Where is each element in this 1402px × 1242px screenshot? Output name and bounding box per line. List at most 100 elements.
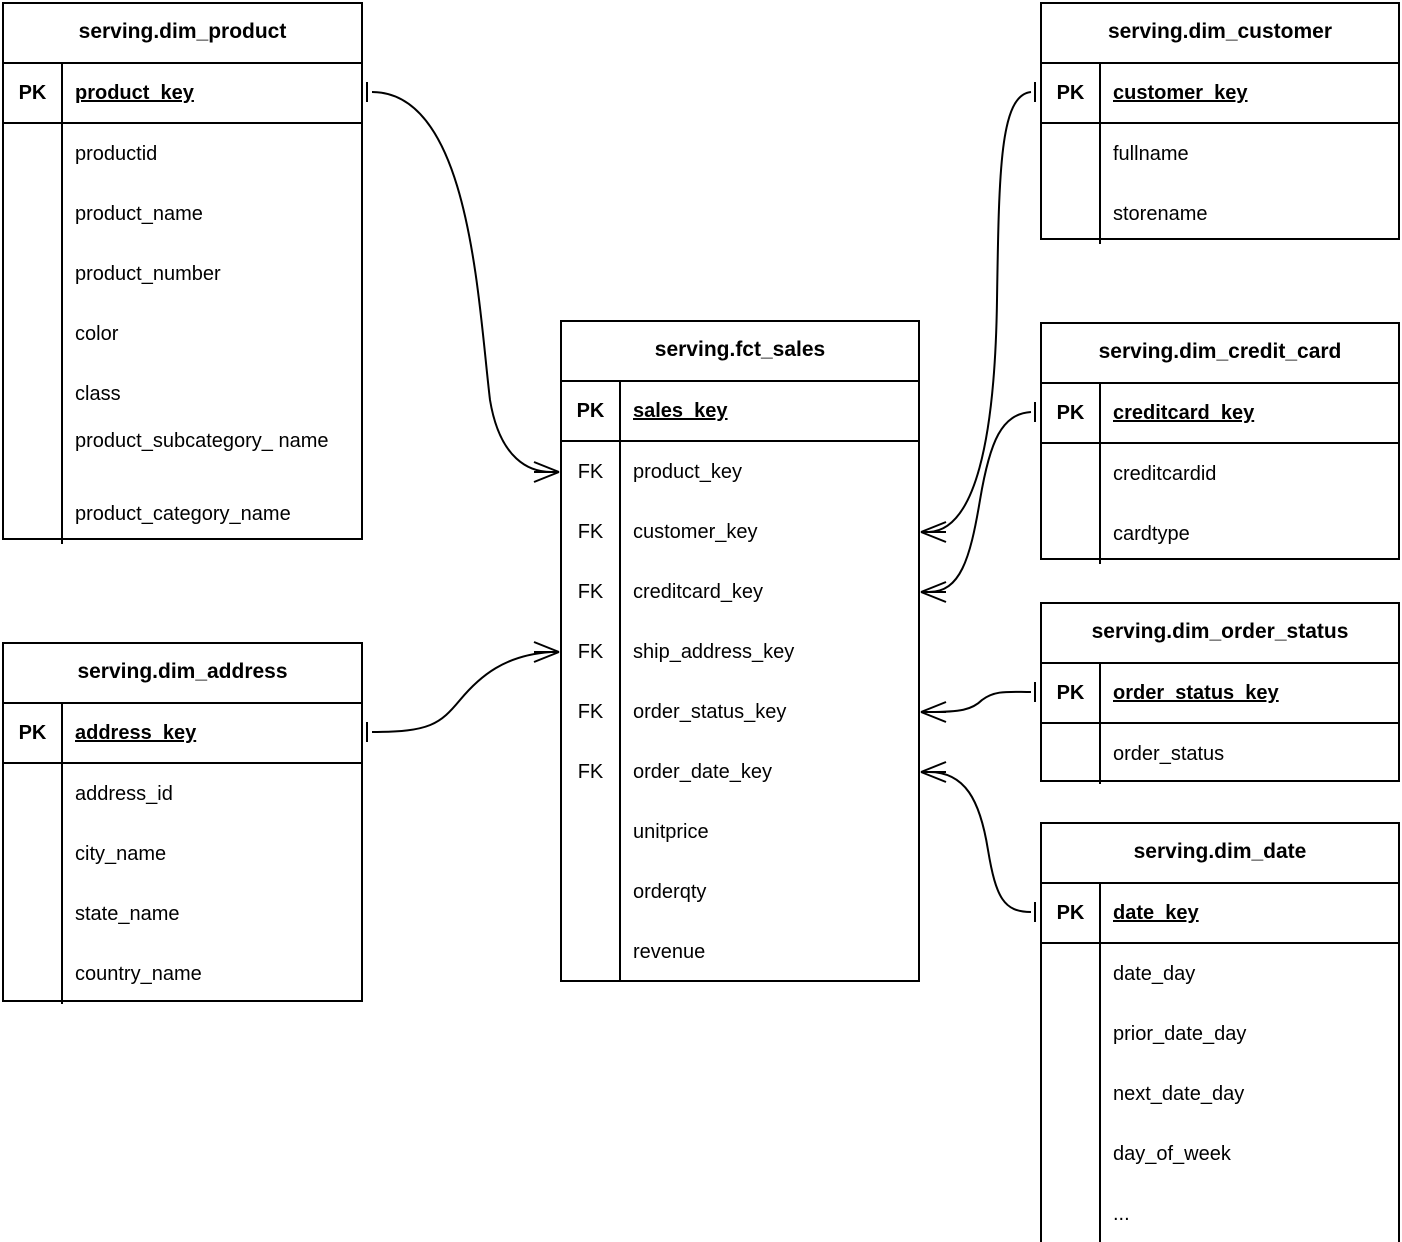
field-name: productid (75, 142, 158, 165)
attribute-row[interactable]: orderqty (562, 862, 918, 922)
field-name: next_date_day (1113, 1082, 1245, 1105)
field-name: city_name (75, 842, 167, 865)
attribute-row[interactable]: class (4, 364, 361, 424)
attribute-row[interactable]: FK ship_address_key (562, 622, 918, 682)
field-name: ship_address_key (633, 640, 795, 663)
field-name: product_name (75, 202, 203, 225)
attribute-row[interactable]: country_name (4, 944, 361, 1004)
key-marker-empty (1042, 184, 1101, 244)
field-name: day_of_week (1113, 1142, 1231, 1165)
field-name: prior_date_day (1113, 1022, 1247, 1045)
field-name: date_day (1113, 962, 1196, 985)
field-name: customer_key (633, 520, 758, 543)
pk-marker: PK (4, 704, 63, 762)
attribute-row[interactable]: city_name (4, 824, 361, 884)
fk-marker: FK (562, 562, 621, 622)
key-marker-empty (1042, 1004, 1101, 1064)
attribute-row[interactable]: product_subcategory_ name (4, 424, 361, 484)
attribute-row[interactable]: ... (1042, 1184, 1398, 1242)
attribute-row[interactable]: product_number (4, 244, 361, 304)
relationship-creditcard-to-sales (920, 402, 1036, 603)
attribute-row[interactable]: revenue (562, 922, 918, 982)
key-marker-empty (4, 884, 63, 944)
attribute-row[interactable]: product_category_name (4, 484, 361, 544)
attribute-row[interactable]: prior_date_day (1042, 1004, 1398, 1064)
key-marker-empty (4, 424, 63, 484)
fk-marker: FK (562, 742, 621, 802)
key-marker-empty (4, 944, 63, 1004)
key-marker-empty (1042, 944, 1101, 1004)
entity-title-dim_address: serving.dim_address (4, 644, 361, 704)
key-marker-empty (4, 124, 63, 184)
field-name: creditcard_key (1113, 401, 1255, 424)
field-name: creditcardid (1113, 462, 1217, 485)
primary-key-row[interactable]: PK address_key (4, 704, 361, 764)
attribute-row[interactable]: cardtype (1042, 504, 1398, 564)
pk-marker: PK (4, 64, 63, 122)
attribute-row[interactable]: creditcardid (1042, 444, 1398, 504)
fk-marker: FK (562, 622, 621, 682)
attribute-row[interactable]: state_name (4, 884, 361, 944)
field-name: order_date_key (633, 760, 772, 783)
key-marker-empty (562, 922, 621, 982)
attribute-row[interactable]: color (4, 304, 361, 364)
attribute-row[interactable]: fullname (1042, 124, 1398, 184)
relationship-address-to-sales (366, 641, 560, 742)
key-marker-empty (562, 862, 621, 922)
fk-marker: FK (562, 682, 621, 742)
attribute-row[interactable]: unitprice (562, 802, 918, 862)
attribute-row[interactable]: address_id (4, 764, 361, 824)
key-marker-empty (1042, 724, 1101, 784)
key-marker-empty (1042, 1184, 1101, 1242)
attribute-row[interactable]: date_day (1042, 944, 1398, 1004)
entity-title-dim_credit_card: serving.dim_credit_card (1042, 324, 1398, 384)
relationship-orderstatus-to-sales (920, 682, 1036, 723)
attribute-row[interactable]: product_name (4, 184, 361, 244)
field-name: product_subcategory_ name (75, 430, 329, 452)
field-name: address_id (75, 782, 173, 805)
entity-title-fct_sales: serving.fct_sales (562, 322, 918, 382)
key-marker-empty (1042, 1064, 1101, 1124)
field-name: cardtype (1113, 522, 1190, 545)
field-name: fullname (1113, 142, 1189, 165)
field-name: customer_key (1113, 81, 1248, 104)
field-name: product_number (75, 262, 221, 285)
fk-marker: FK (562, 502, 621, 562)
key-marker-empty (4, 364, 63, 424)
attribute-row[interactable]: FK customer_key (562, 502, 918, 562)
attribute-row[interactable]: productid (4, 124, 361, 184)
fk-marker: FK (562, 442, 621, 502)
attribute-row[interactable]: day_of_week (1042, 1124, 1398, 1184)
relationship-product-to-sales (366, 82, 560, 483)
field-name: revenue (633, 940, 706, 963)
attribute-row[interactable]: storename (1042, 184, 1398, 244)
field-name: country_name (75, 962, 202, 985)
entity-title-dim_order_status: serving.dim_order_status (1042, 604, 1398, 664)
attribute-row[interactable]: FK order_date_key (562, 742, 918, 802)
attribute-row[interactable]: order_status (1042, 724, 1398, 784)
key-marker-empty (4, 824, 63, 884)
key-marker-empty (4, 304, 63, 364)
field-name: color (75, 322, 119, 345)
attribute-row[interactable]: next_date_day (1042, 1064, 1398, 1124)
field-name: address_key (75, 721, 197, 744)
key-marker-empty (4, 484, 63, 544)
field-name: date_key (1113, 901, 1199, 924)
